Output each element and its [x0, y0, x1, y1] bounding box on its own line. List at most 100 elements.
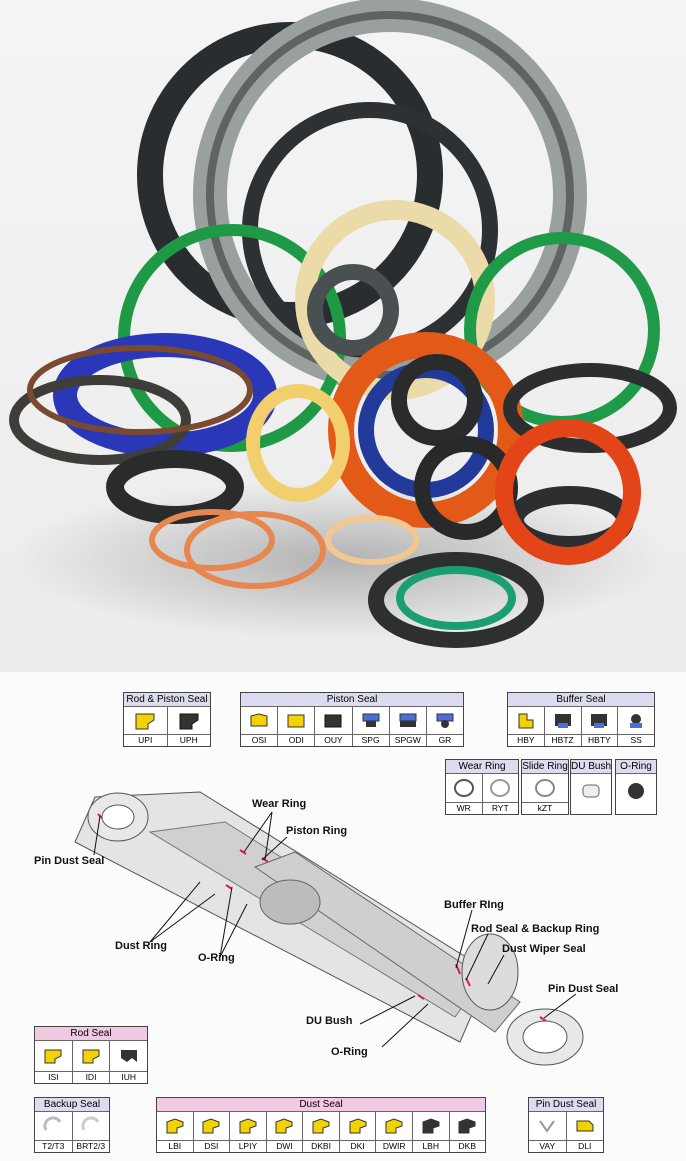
callout-wear-ring: Wear Ring: [252, 798, 307, 810]
seal-item[interactable]: UPH: [167, 707, 210, 746]
seal-item[interactable]: OSI: [241, 707, 279, 746]
seal-item[interactable]: IDI: [72, 1041, 111, 1083]
item-label: WR: [446, 802, 482, 814]
seal-item[interactable]: DLI: [566, 1112, 603, 1152]
callout-du-bush: DU Bush: [306, 1015, 353, 1027]
seal-item[interactable]: T2/T3: [35, 1112, 73, 1152]
item-label: SPG: [352, 734, 389, 746]
item-label: UPH: [167, 734, 210, 746]
panel-title: Rod Seal: [35, 1027, 147, 1041]
seal-profile-icon: [250, 712, 268, 726]
seal-profile-icon: [436, 713, 454, 728]
callout-buffer-ring: Buffer RIng: [444, 899, 504, 911]
seal-profile-icon: [399, 713, 417, 727]
seal-item[interactable]: DKI: [339, 1112, 377, 1152]
panel-rod-piston-seal: Rod & Piston Seal UPI UPH: [123, 692, 211, 747]
item-label: ISI: [35, 1071, 72, 1083]
item-label: LPIY: [230, 1140, 266, 1152]
item-label: HBTZ: [544, 734, 581, 746]
seal-item[interactable]: [571, 774, 611, 814]
seal-item[interactable]: DWI: [266, 1112, 304, 1152]
cylinder-drawing: [74, 791, 584, 1066]
item-label: DKI: [339, 1140, 376, 1152]
seal-profile-icon: [166, 1118, 184, 1134]
seal-item[interactable]: ODI: [278, 707, 316, 746]
o-ring-icon: [628, 783, 644, 799]
ring-icon: [453, 779, 474, 797]
backup-ring-icon: [43, 1116, 62, 1131]
seal-profile-icon: [287, 714, 305, 727]
seal-item[interactable]: DWIR: [376, 1112, 413, 1152]
panel-title: Dust Seal: [157, 1098, 485, 1112]
item-label: UPI: [124, 734, 167, 746]
item-label: DWI: [266, 1140, 303, 1152]
panel-pin-dust-seal: Pin Dust Seal VAY DLI: [528, 1097, 604, 1153]
seal-profile-icon: [82, 1049, 100, 1064]
panel-du-bush: DU Bush: [570, 759, 612, 815]
item-label: OUY: [315, 734, 352, 746]
seal-item[interactable]: HBTY: [581, 707, 619, 746]
item-label: ODI: [278, 734, 315, 746]
seal-item[interactable]: RYT: [482, 774, 518, 814]
seal-profile-icon: [554, 713, 571, 728]
panel-title: Piston Seal: [241, 693, 463, 707]
seal-item[interactable]: LPIY: [230, 1112, 267, 1152]
item-label: VAY: [529, 1140, 566, 1152]
item-label: RYT: [482, 802, 518, 814]
panel-wear-ring: Wear Ring WR RYT: [445, 759, 519, 815]
seal-item[interactable]: OUY: [315, 707, 353, 746]
seal-profile-icon: [179, 713, 199, 729]
item-label: IUH: [110, 1071, 148, 1083]
callout-o-ring-2: O-Ring: [331, 1046, 368, 1058]
seal-profile-icon: [202, 1118, 220, 1134]
item-label: LBI: [157, 1140, 193, 1152]
seal-item[interactable]: HBTZ: [544, 707, 582, 746]
seal-profile-icon: [44, 1049, 62, 1064]
item-label: kZT: [522, 802, 568, 814]
item-label: SS: [618, 734, 654, 746]
seal-item[interactable]: ISI: [35, 1041, 73, 1083]
seal-item[interactable]: LBH: [412, 1112, 450, 1152]
seal-item[interactable]: DKB: [449, 1112, 486, 1152]
seal-item[interactable]: kZT: [522, 774, 568, 814]
panel-title: Slide Ring: [522, 760, 568, 774]
seal-profile-icon: [591, 713, 608, 728]
panel-backup-seal: Backup Seal T2/T3 BRT2/3: [34, 1097, 110, 1153]
callout-dust-wiper-seal: Dust Wiper Seal: [502, 943, 586, 955]
seal-item[interactable]: BRT2/3: [72, 1112, 109, 1152]
seal-profile-icon: [239, 1118, 257, 1134]
seal-item[interactable]: SPGW: [389, 707, 427, 746]
item-label: OSI: [241, 734, 278, 746]
seal-item[interactable]: HBY: [508, 707, 545, 746]
seal-item[interactable]: WR: [446, 774, 483, 814]
seal-profile-icon: [312, 1118, 330, 1134]
seal-item[interactable]: VAY: [529, 1112, 567, 1152]
seal-item[interactable]: IUH: [110, 1041, 148, 1083]
panel-buffer-seal: Buffer Seal HBY HBTZ HBTY SS: [507, 692, 655, 747]
backup-ring-icon: [81, 1116, 100, 1131]
seal-item[interactable]: [616, 774, 656, 814]
seal-profile-icon: [458, 1118, 476, 1134]
seal-profile-icon: [422, 1118, 440, 1134]
seal-item[interactable]: SPG: [352, 707, 390, 746]
seal-item[interactable]: DKBI: [303, 1112, 340, 1152]
item-label: LBH: [412, 1140, 449, 1152]
seal-profile-icon: [275, 1118, 293, 1134]
callout-pin-dust-seal-left: Pin Dust Seal: [34, 855, 105, 867]
seal-item[interactable]: GR: [426, 707, 464, 746]
item-label: DKBI: [303, 1140, 339, 1152]
callout-o-ring: O-Ring: [198, 952, 235, 964]
panel-title: Wear Ring: [446, 760, 518, 774]
seal-item[interactable]: DSI: [193, 1112, 231, 1152]
seal-item[interactable]: SS: [618, 707, 654, 746]
seal-item[interactable]: LBI: [157, 1112, 194, 1152]
item-label: T2/T3: [35, 1140, 72, 1152]
ring-icon: [535, 779, 555, 797]
item-label: BRT2/3: [72, 1140, 109, 1152]
seal-profile-icon: [385, 1118, 403, 1134]
seal-item[interactable]: UPI: [124, 707, 168, 746]
v-seal-icon: [539, 1120, 556, 1133]
seal-rings-image: [9, 0, 677, 648]
item-label: DLI: [566, 1140, 603, 1152]
